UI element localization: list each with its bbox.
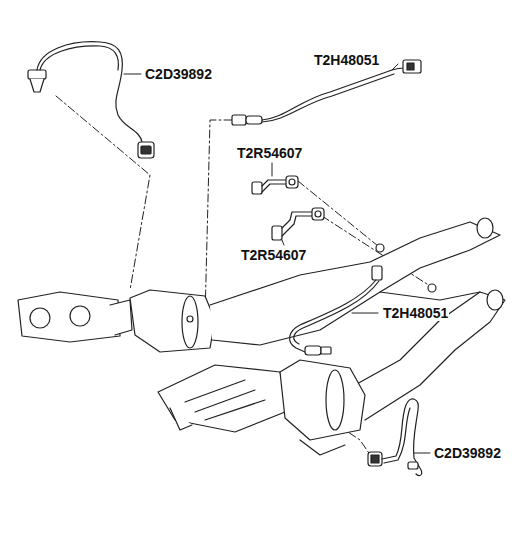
oxygen-sensor [290,266,382,355]
part-number: C2D39892 [144,66,213,82]
oxygen-sensor [28,42,154,158]
part-number: T2R54607 [236,145,303,161]
part-number: T2H48051 [313,52,380,68]
sensor-tube [272,208,324,240]
catalytic-converter [280,360,365,455]
part-number: C2D39892 [433,445,502,461]
exhaust-manifold [18,292,132,342]
part-number: T2R54607 [240,247,307,263]
leader-line [124,64,430,453]
oxygen-sensor [368,399,422,476]
sensor-tube [252,176,298,194]
part-number: T2H48051 [382,305,449,321]
oxygen-sensor [232,60,421,125]
exhaust-manifold [158,365,290,432]
catalytic-converter [130,290,215,352]
